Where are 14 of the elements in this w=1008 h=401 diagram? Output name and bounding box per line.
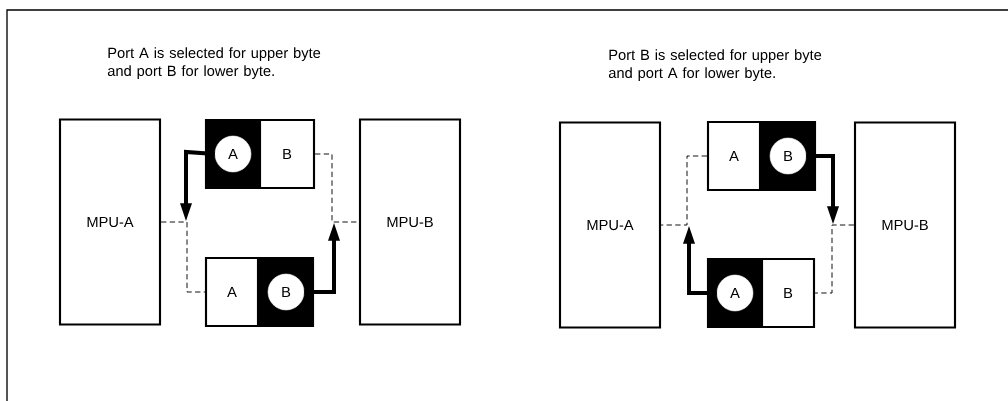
connector-line — [160, 221, 206, 293]
caption-text: Port B is selected for upper byte and port A for lower byte. — [608, 49, 822, 81]
mpu-box: MPU-A — [58, 118, 162, 326]
connector-line — [814, 224, 855, 294]
connector-line — [314, 153, 360, 223]
port-cell: B — [760, 257, 816, 329]
mpu-box: MPU-B — [853, 121, 957, 329]
caption-text: Port A is selected for upper byte and port B for lower byte. — [107, 47, 321, 79]
connector-line — [660, 155, 708, 226]
port-cell: B — [258, 118, 316, 190]
mpu-box: MPU-B — [358, 118, 462, 326]
port-cell: A — [204, 256, 260, 328]
mpu-box: MPU-A — [558, 121, 662, 329]
port-cell: A — [706, 120, 762, 192]
